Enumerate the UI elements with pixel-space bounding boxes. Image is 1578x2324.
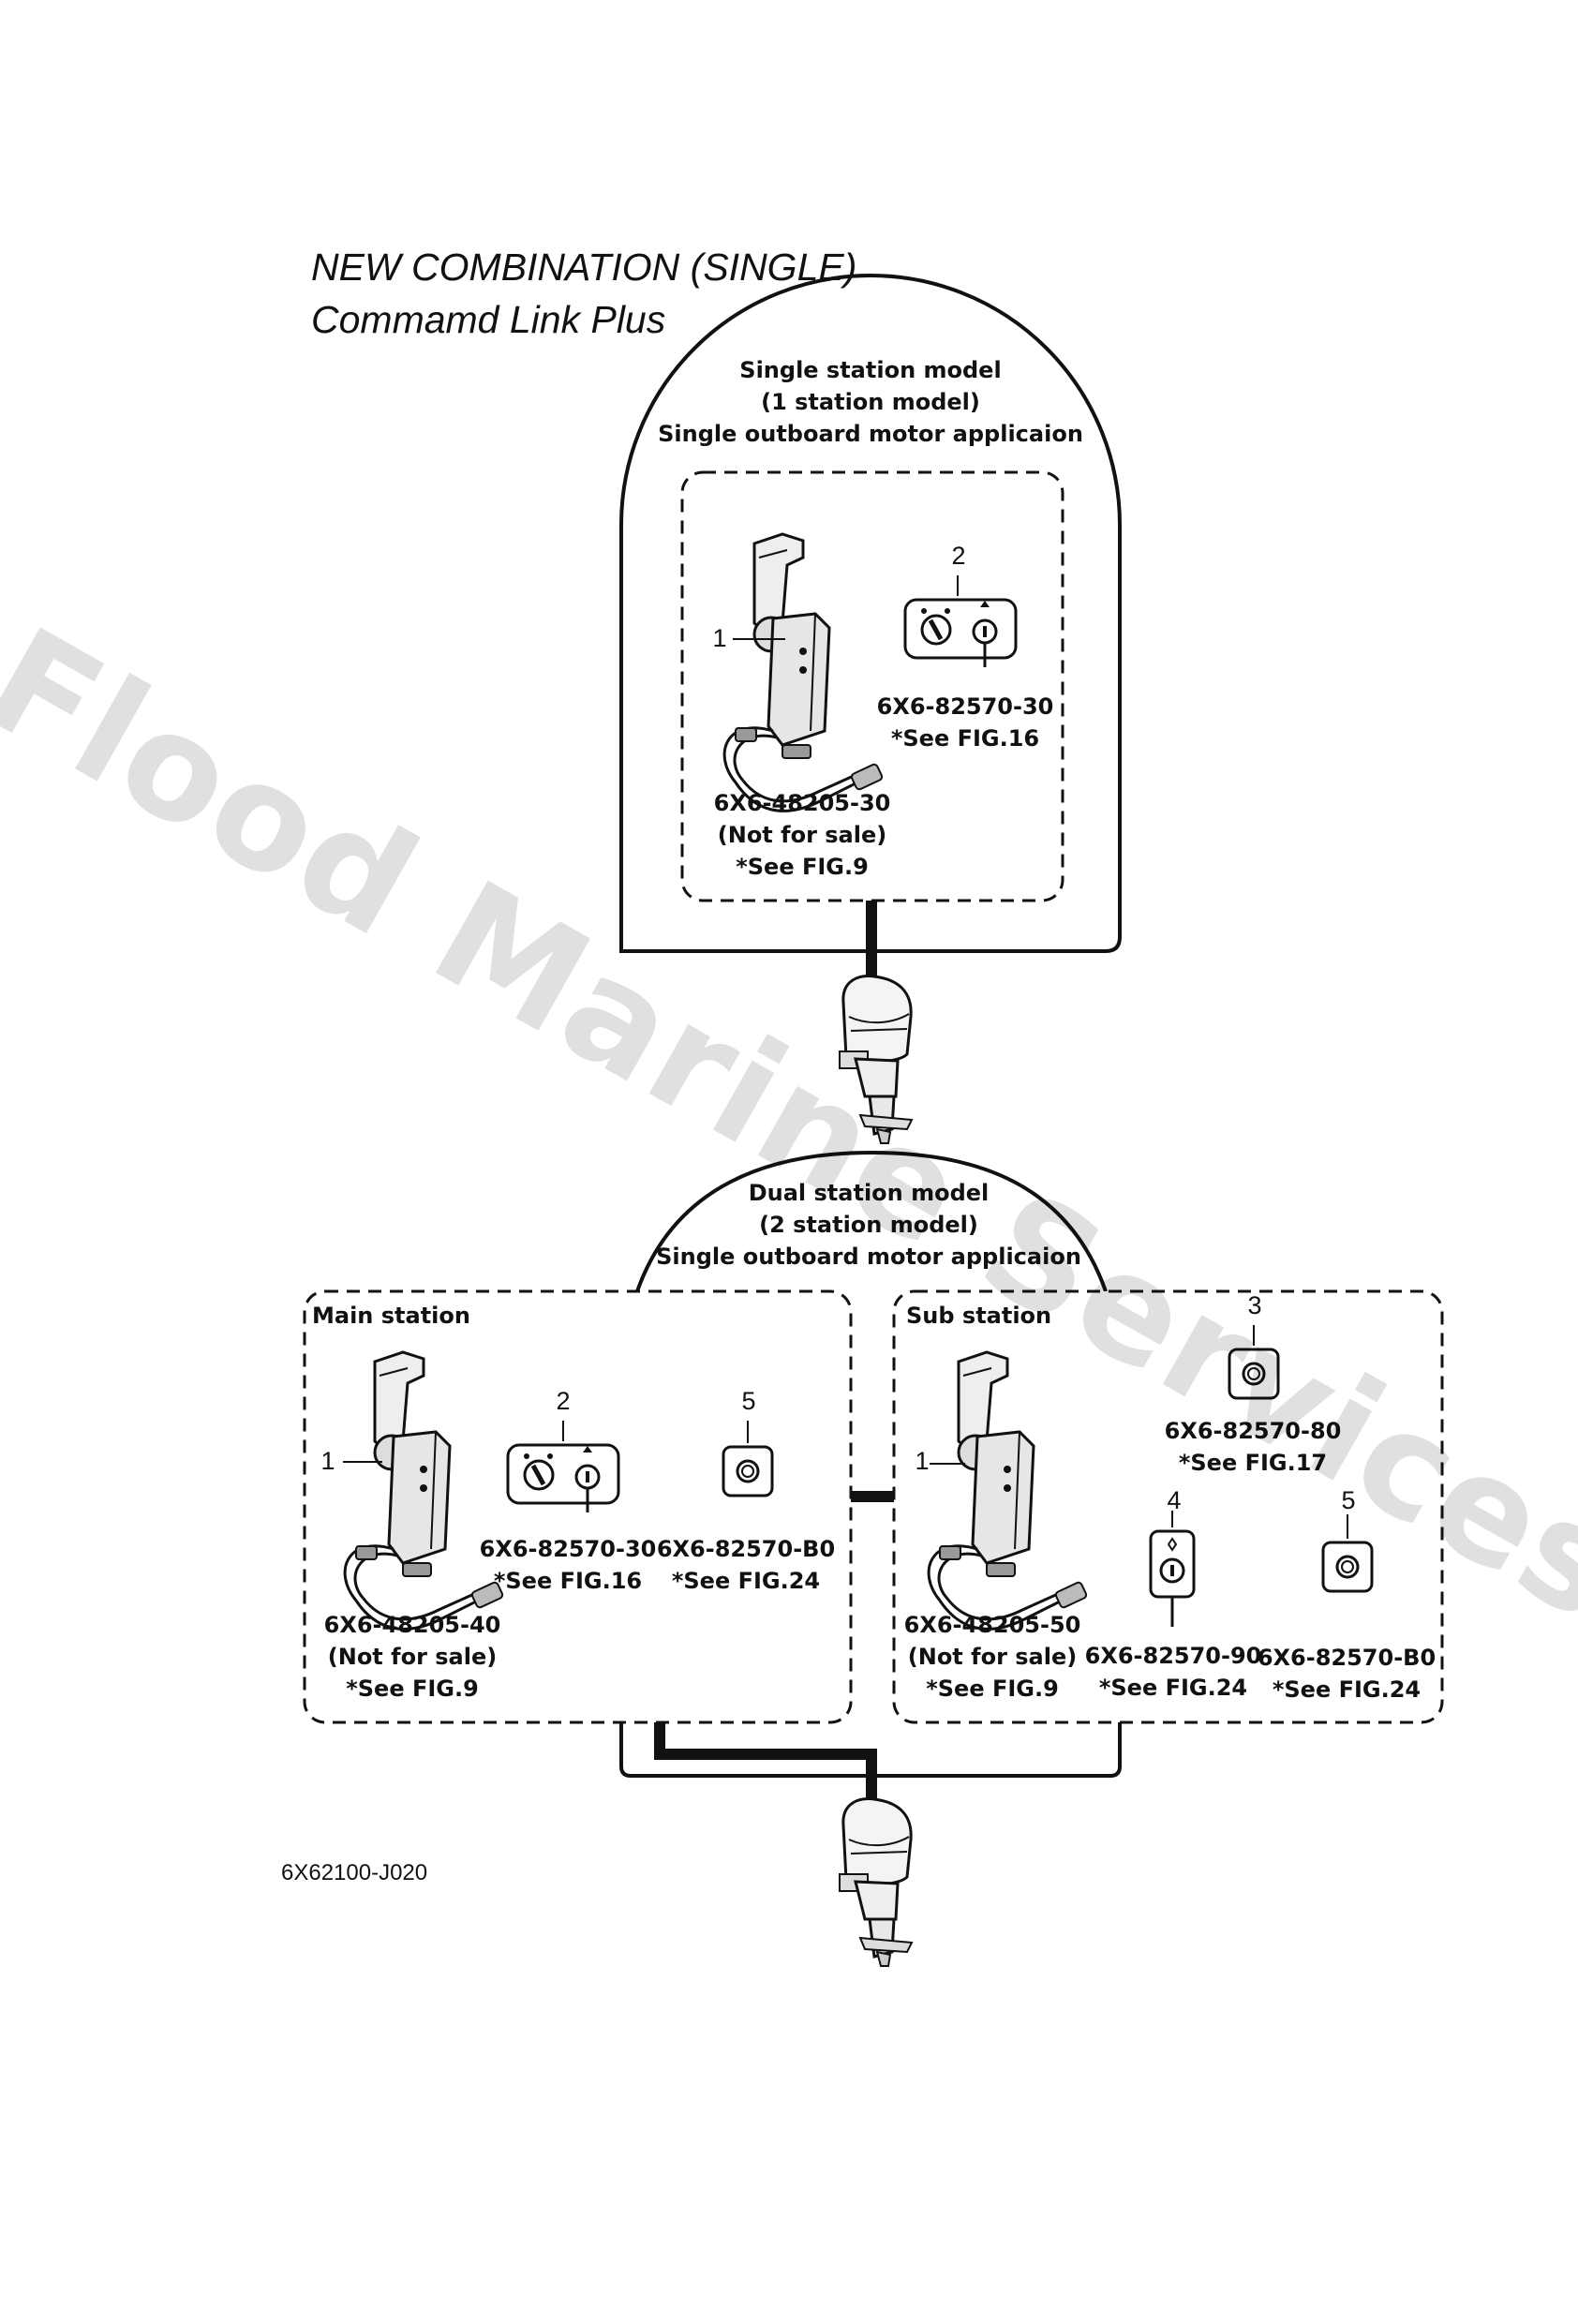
callout-number: 1 — [915, 1447, 930, 1475]
callout-number: 3 — [1247, 1291, 1262, 1319]
key-switch-panel-icon — [508, 1445, 618, 1512]
part-label: 6X6-82570-30 *See FIG.16 — [480, 1533, 657, 1597]
header-line: (2 station model) — [759, 1212, 978, 1238]
part-number: 6X6-82570-B0 — [1257, 1645, 1437, 1671]
figure-ref: *See FIG.9 — [736, 854, 869, 880]
callout-number: 2 — [556, 1387, 571, 1415]
part-label: 6X6-82570-90 *See FIG.24 — [1085, 1640, 1262, 1704]
part-number: 6X6-48205-30 — [713, 790, 891, 816]
callout-number: 1 — [712, 624, 727, 652]
outboard-motor-icon — [838, 975, 914, 1145]
part-label: 6X6-82570-30 *See FIG.16 — [877, 691, 1054, 754]
part-label: 6X6-48205-50 (Not for sale) *See FIG.9 — [904, 1609, 1081, 1705]
figure-ref: *See FIG.9 — [926, 1676, 1059, 1702]
dual-cable — [654, 1722, 877, 1804]
figure-ref: *See FIG.16 — [493, 1568, 643, 1594]
outboard-motor-icon — [838, 1797, 914, 1968]
figure-ref: *See FIG.16 — [890, 725, 1040, 752]
part-label: 6X6-48205-30 (Not for sale) *See FIG.9 — [714, 787, 891, 883]
push-switch-icon — [722, 1445, 774, 1497]
dual-station-header: Dual station model (2 station model) Sin… — [656, 1177, 1081, 1273]
callout-number: 2 — [951, 542, 966, 570]
callout-number: 5 — [741, 1387, 756, 1415]
main-station-dashed-box — [303, 1289, 853, 1724]
part-label: 6X6-82570-80 *See FIG.17 — [1165, 1415, 1342, 1479]
figure-ref: *See FIG.9 — [346, 1676, 479, 1702]
page-subtitle: Commamd Link Plus — [311, 298, 666, 341]
remote-control-lever-icon — [722, 532, 885, 812]
callout-number: 1 — [320, 1447, 335, 1475]
header-line: Dual station model — [748, 1180, 990, 1206]
header-line: Single outboard motor applicaion — [658, 421, 1083, 447]
dual-station-arch — [635, 1150, 1108, 1292]
header-line: (1 station model) — [761, 389, 980, 415]
diagram-code: 6X62100-J020 — [281, 1860, 428, 1885]
figure-ref: *See FIG.24 — [1098, 1675, 1248, 1701]
callout-number: 5 — [1341, 1486, 1356, 1514]
figure-ref: *See FIG.24 — [1272, 1676, 1422, 1703]
single-station-outline — [619, 274, 1122, 953]
part-note: (Not for sale) — [717, 822, 887, 848]
main-station-label: Main station — [312, 1303, 470, 1329]
sub-station-label: Sub station — [906, 1303, 1052, 1329]
single-station-header: Single station model (1 station model) S… — [658, 354, 1083, 450]
push-switch-icon — [1228, 1348, 1280, 1400]
part-label: 6X6-82570-B0 *See FIG.24 — [657, 1533, 835, 1597]
part-number: 6X6-82570-30 — [876, 693, 1054, 720]
part-number: 6X6-82570-80 — [1164, 1418, 1342, 1444]
part-note: (Not for sale) — [907, 1644, 1078, 1670]
part-label: 6X6-48205-40 (Not for sale) *See FIG.9 — [324, 1609, 501, 1705]
push-switch-icon — [1321, 1541, 1374, 1593]
figure-ref: *See FIG.24 — [671, 1568, 821, 1594]
part-label: 6X6-82570-B0 *See FIG.24 — [1258, 1642, 1436, 1706]
part-number: 6X6-82570-B0 — [656, 1536, 836, 1562]
callout-number: 4 — [1167, 1486, 1182, 1514]
header-line: Single outboard motor applicaion — [656, 1244, 1081, 1270]
part-number: 6X6-48205-50 — [903, 1612, 1081, 1638]
header-line: Single station model — [739, 357, 1002, 383]
key-switch-panel-icon — [905, 600, 1016, 667]
part-number: 6X6-82570-90 — [1084, 1643, 1262, 1669]
part-number: 6X6-48205-40 — [323, 1612, 501, 1638]
figure-ref: *See FIG.17 — [1178, 1450, 1328, 1476]
part-number: 6X6-82570-30 — [479, 1536, 657, 1562]
part-note: (Not for sale) — [327, 1644, 498, 1670]
page-title: NEW COMBINATION (SINGLE) — [311, 246, 857, 289]
